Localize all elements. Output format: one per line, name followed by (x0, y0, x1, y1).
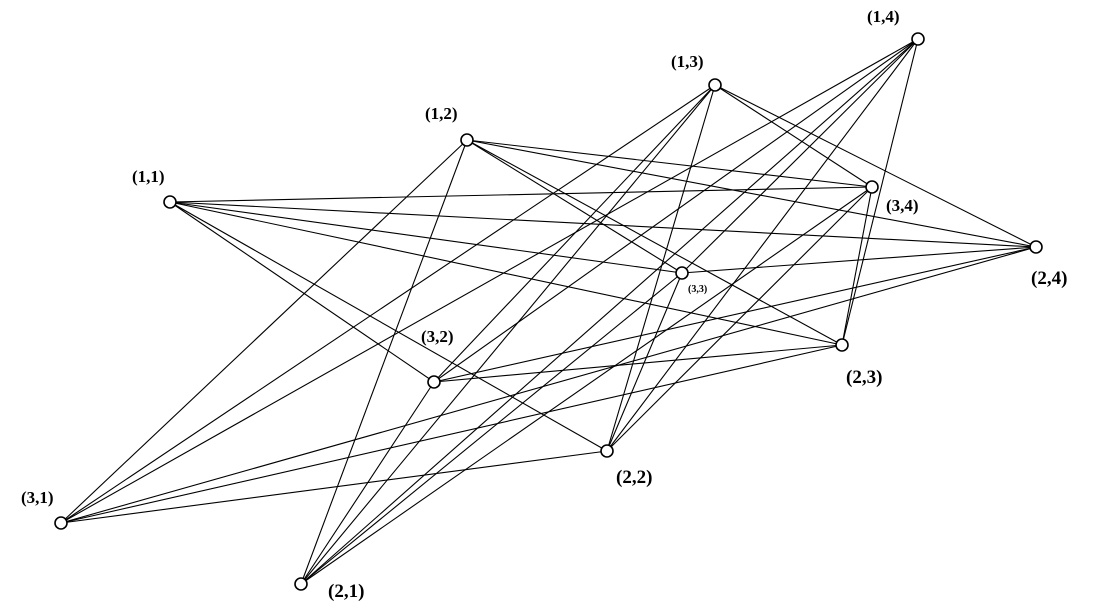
node-2-1 (294, 577, 308, 591)
edge-24-32 (433, 246, 1037, 383)
edge-11-23 (169, 201, 843, 346)
labels-group: (1,1) (1,2) (1,3) (1,4) (2,1) (2,2) (2,3… (21, 7, 1067, 602)
node-label-1-3: (1,3) (671, 52, 704, 71)
edge-22-34 (606, 186, 873, 452)
edge-13-24 (714, 84, 1037, 248)
edge-21-34 (300, 186, 873, 585)
edge-13-31 (60, 84, 716, 524)
edge-24-31 (60, 246, 1037, 524)
node-label-3-2: (3,2) (421, 327, 454, 346)
edge-12-24 (466, 139, 1037, 248)
edge-14-22 (606, 38, 919, 452)
edge-21-33 (300, 272, 683, 585)
edge-12-33 (466, 139, 683, 274)
edge-11-34 (169, 186, 873, 203)
edge-14-23 (841, 38, 919, 346)
node-3-2 (427, 375, 441, 389)
edge-11-22 (169, 201, 608, 452)
node-3-4 (865, 180, 879, 194)
node-3-3 (675, 266, 689, 280)
edge-23-32 (433, 344, 843, 383)
edge-13-22 (606, 84, 716, 452)
edge-23-31 (60, 344, 843, 524)
edge-13-34 (714, 84, 873, 188)
node-label-2-4: (2,4) (1031, 268, 1067, 289)
edge-12-23 (466, 139, 843, 346)
edge-14-33 (681, 38, 919, 274)
edge-14-32 (433, 38, 919, 383)
node-label-3-3: (3,3) (688, 284, 707, 295)
node-1-3 (708, 78, 722, 92)
edge-12-21 (300, 139, 468, 585)
node-2-2 (600, 444, 614, 458)
node-label-3-1: (3,1) (21, 488, 54, 507)
edge-23-34 (841, 186, 873, 346)
edge-14-31 (60, 38, 919, 524)
node-3-1 (54, 516, 68, 530)
node-label-2-2: (2,2) (616, 467, 652, 488)
node-2-3 (835, 338, 849, 352)
node-1-1 (163, 195, 177, 209)
edge-24-33 (681, 246, 1037, 274)
edge-12-31 (60, 139, 468, 524)
nodes-group (54, 32, 1043, 591)
node-label-3-4: (3,4) (886, 196, 919, 215)
edges-group (60, 38, 1037, 585)
node-label-1-1: (1,1) (132, 167, 165, 186)
node-1-4 (911, 32, 925, 46)
node-label-2-3: (2,3) (846, 367, 882, 388)
node-label-2-1: (2,1) (328, 581, 364, 602)
edge-12-34 (466, 139, 873, 188)
node-label-1-4: (1,4) (867, 7, 900, 26)
node-2-4 (1029, 240, 1043, 254)
edge-11-33 (169, 201, 683, 274)
edge-14-21 (300, 38, 919, 585)
edge-11-32 (169, 201, 435, 383)
edge-22-33 (606, 272, 683, 452)
node-label-1-2: (1,2) (425, 104, 458, 123)
edge-13-21 (300, 84, 716, 585)
node-1-2 (460, 133, 474, 147)
edge-22-31 (60, 450, 608, 524)
